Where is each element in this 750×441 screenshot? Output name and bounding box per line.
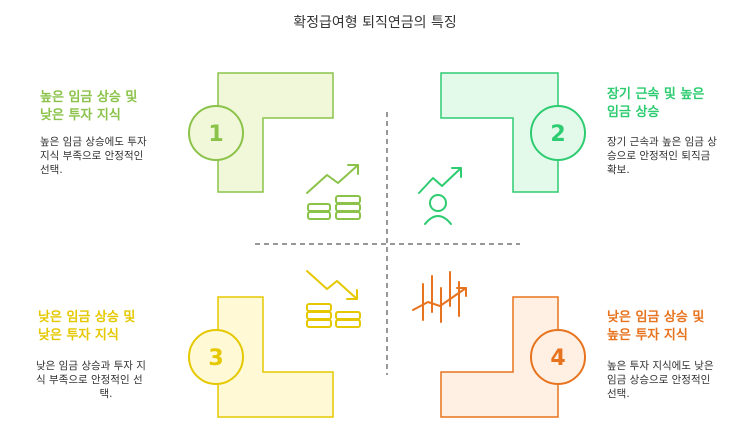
quadrant-1-desc-line1: 높은 임금 상승에도 투자 — [40, 136, 147, 148]
quadrant-1-title-line1: 높은 임금 상승 및 — [40, 90, 138, 105]
quadrant-4-title-line1: 낮은 임금 상승 및 — [607, 310, 705, 325]
quadrant-1-title: 높은 임금 상승 및 낮은 투자 지식 — [40, 89, 175, 125]
quadrant-3-number-circle — [188, 329, 244, 385]
quadrant-1-description: 높은 임금 상승에도 투자 지식 부족으로 안정적인 선택. — [40, 135, 175, 177]
quadrant-4-number: 4 — [550, 346, 565, 371]
quadrant-2-title-line1: 장기 근속 및 높은 — [607, 87, 705, 102]
quadrant-3-shape — [217, 296, 334, 418]
quadrant-2-description: 장기 근속과 높은 임금 상 승으로 안정적인 퇴직금 확보. — [607, 135, 747, 177]
quadrant-2-number-circle — [530, 105, 586, 161]
quadrant-2-title: 장기 근속 및 높은 임금 상승 — [607, 86, 747, 122]
quadrant-1-desc-line2: 지식 부족으로 안정적인 — [40, 150, 144, 162]
quadrant-3-description: 낮은 임금 상승과 투자 지 식 부족으로 안정적인 선 택. — [36, 359, 176, 401]
quadrant-1-desc-line3: 선택. — [40, 164, 63, 176]
diagram-title: 확정급여형 퇴직연금의 특징 — [293, 15, 457, 31]
quadrant-4-desc-line2: 임금 상승으로 안정적인 — [607, 374, 711, 386]
quadrant-2-title-line2: 임금 상승 — [607, 105, 660, 120]
quadrant-4-number-circle — [530, 329, 586, 385]
investment-chart-icon — [412, 271, 467, 323]
quadrant-3-title: 낮은 임금 상승 및 낮은 투자 지식 — [38, 309, 178, 345]
quadrant-2-number: 2 — [550, 122, 565, 147]
quadrant-4-desc-line3: 선택. — [607, 388, 630, 400]
quadrant-1-number: 1 — [208, 122, 223, 147]
quadrant-3-number: 3 — [208, 346, 223, 371]
quadrant-1-number-circle — [188, 105, 244, 161]
quadrant-4-title-line2: 높은 투자 지식 — [607, 328, 688, 343]
quadrant-3-title-line2: 낮은 투자 지식 — [38, 328, 119, 343]
rising-chart-coins-icon — [306, 164, 361, 220]
quadrant-2-desc-line1: 장기 근속과 높은 임금 상 — [607, 136, 717, 148]
quadrant-1-shape — [217, 72, 334, 193]
quadrant-3-desc-line1: 낮은 임금 상승과 투자 지 — [36, 360, 146, 372]
quadrant-3-title-line1: 낮은 임금 상승 및 — [38, 310, 136, 325]
falling-chart-coins-icon — [306, 270, 361, 328]
quadrant-2-desc-line2: 승으로 안정적인 퇴직금 — [607, 150, 711, 162]
quadrant-3-desc-line3: 택. — [99, 388, 113, 400]
person-growth-icon — [418, 167, 462, 225]
quadrant-4-shape — [440, 296, 559, 418]
quadrant-4-title: 낮은 임금 상승 및 높은 투자 지식 — [607, 309, 747, 345]
quadrant-3-desc-line2: 식 부족으로 안정적인 선 — [36, 374, 143, 386]
quadrant-1-title-line2: 낮은 투자 지식 — [40, 108, 121, 123]
quadrant-2-shape — [440, 72, 559, 193]
quadrant-4-description: 높은 투자 지식에도 낮은 임금 상승으로 안정적인 선택. — [607, 359, 747, 401]
quadrant-2-desc-line3: 확보. — [607, 164, 630, 176]
quadrant-4-desc-line1: 높은 투자 지식에도 낮은 — [607, 360, 714, 372]
